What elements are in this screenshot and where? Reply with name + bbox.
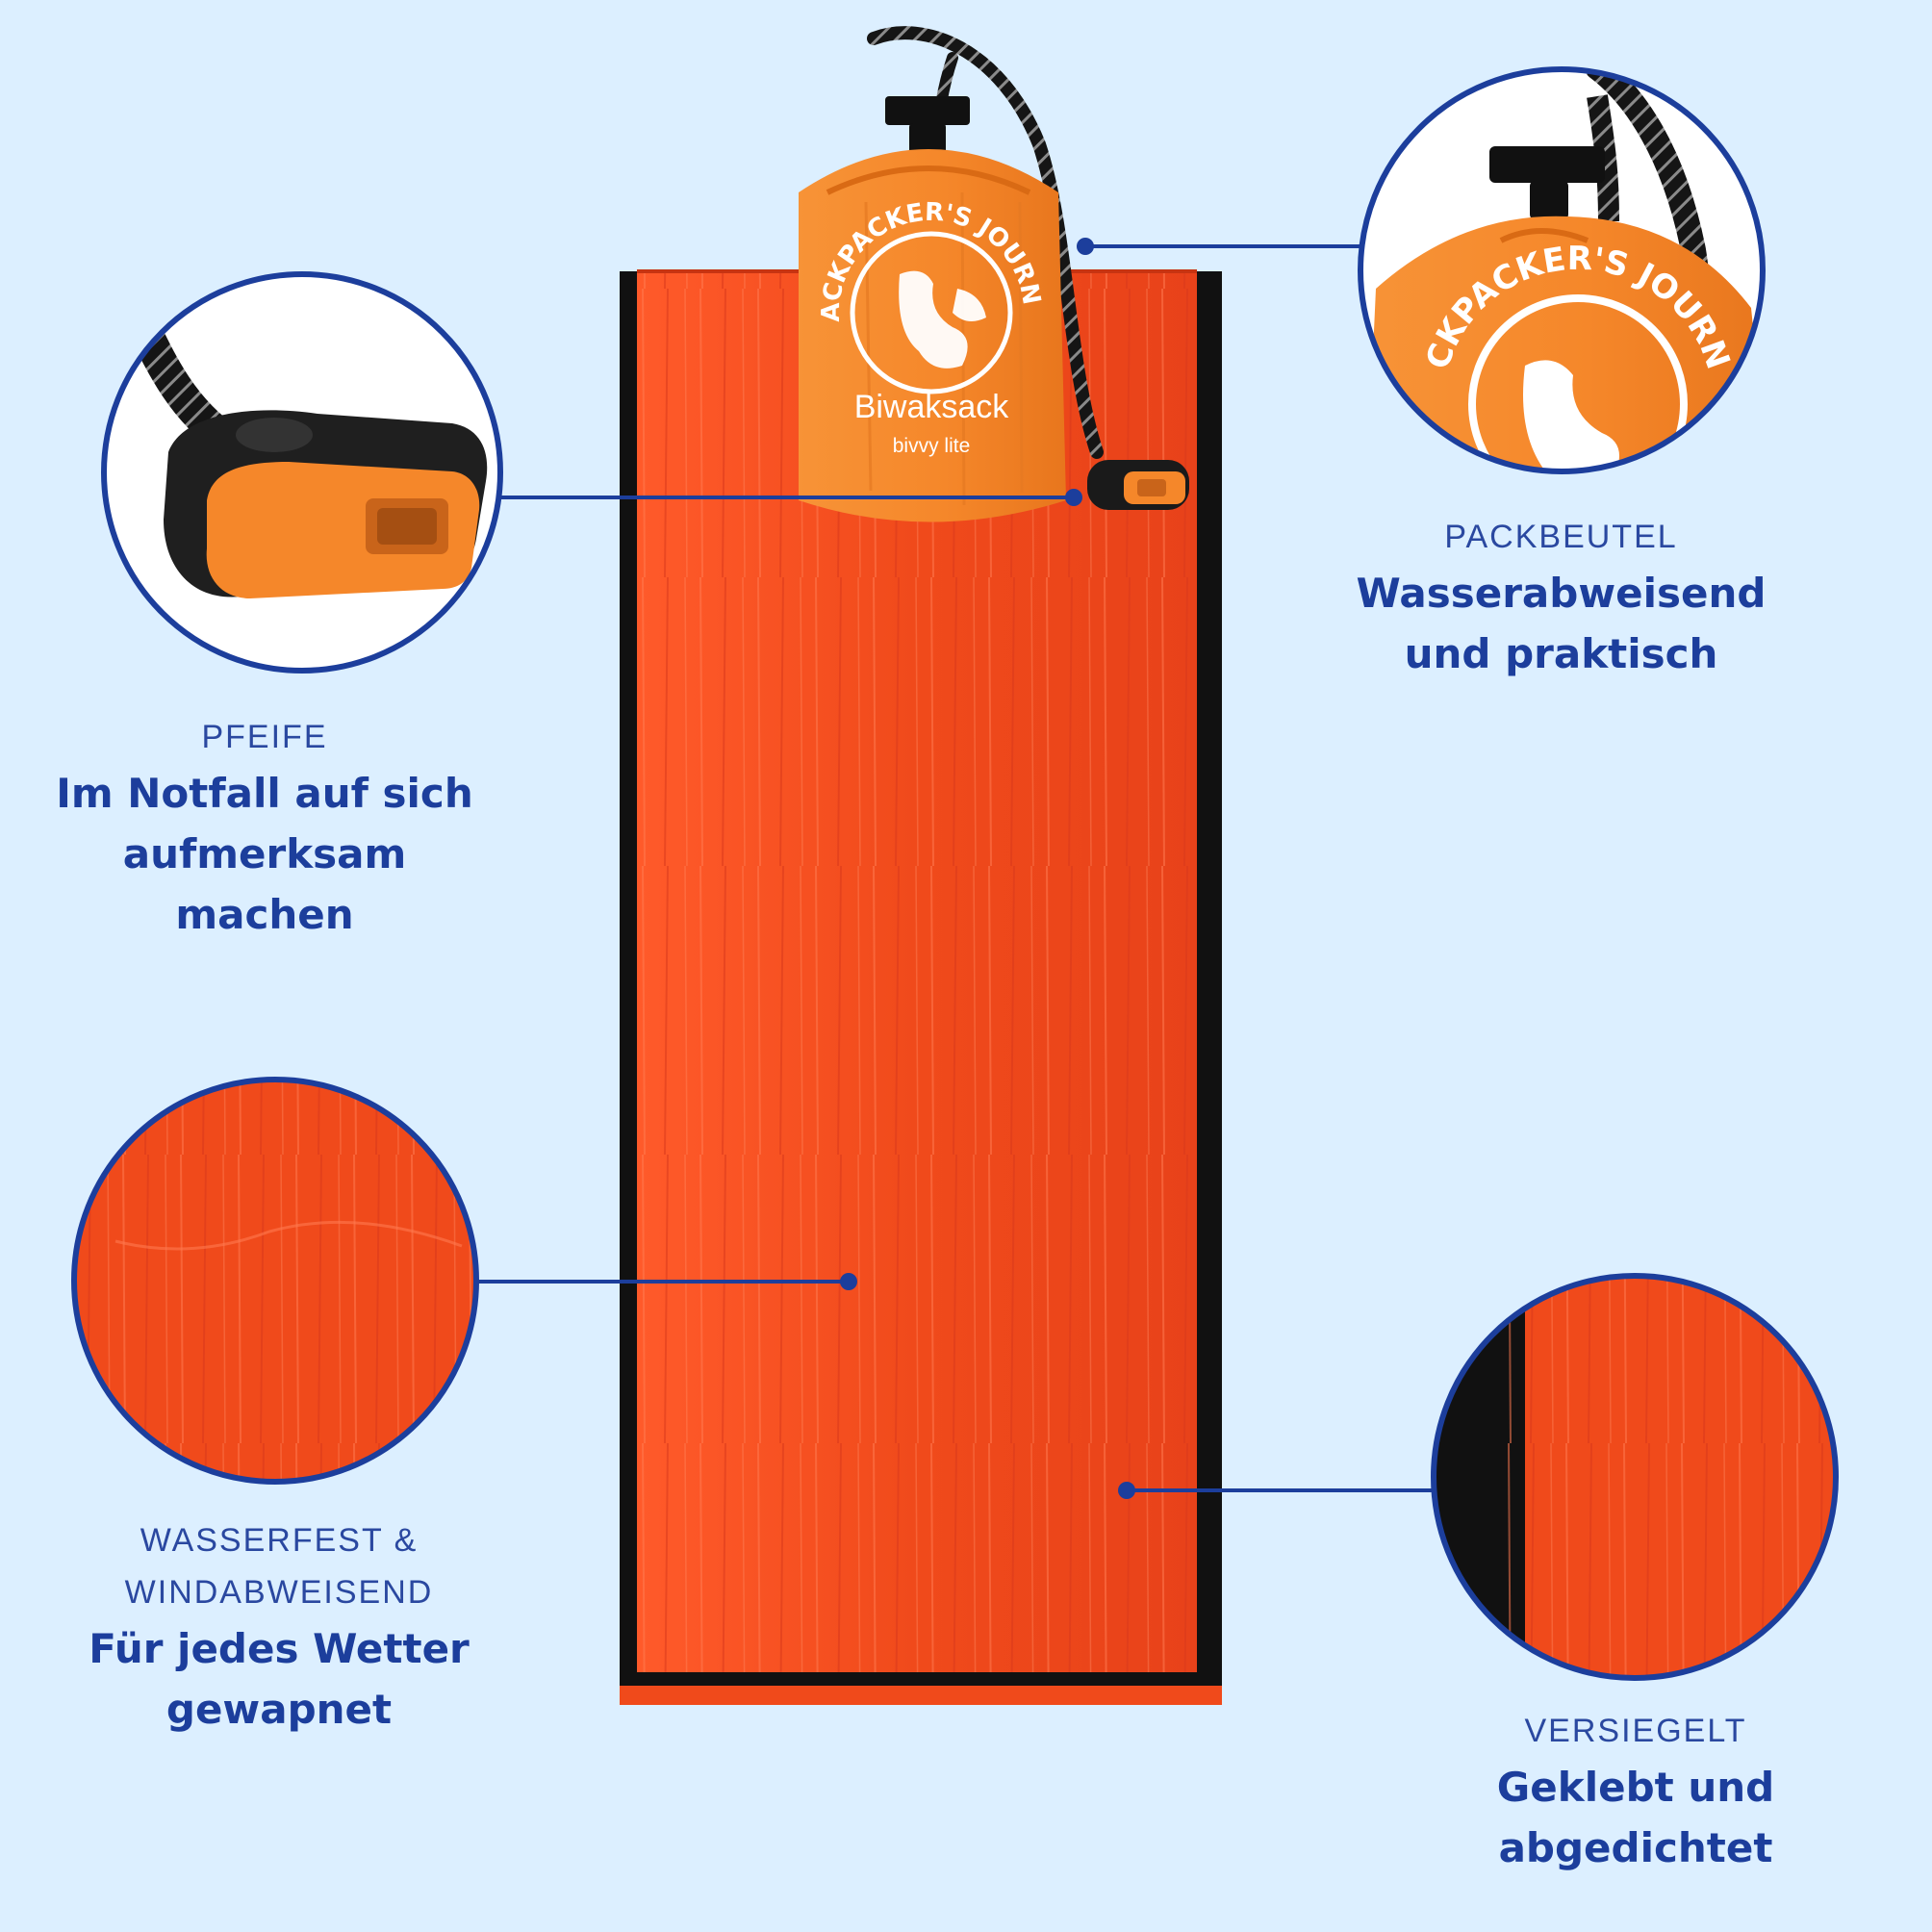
feature-kicker: VERSIEGELT xyxy=(1524,1713,1747,1749)
feature-headline: Für jedes Wetter gewapnet xyxy=(38,1618,520,1740)
feature-headline-line: abgedichtet xyxy=(1498,1824,1773,1871)
feature-caption-pfeife: PFEIFE Im Notfall auf sich aufmerksam ma… xyxy=(19,717,510,945)
whistle-small xyxy=(1087,460,1189,510)
leader-lines xyxy=(476,238,1434,1499)
feature-headline-line: aufmerksam xyxy=(122,830,407,877)
globe-logo-icon xyxy=(850,231,1013,394)
callout-whistle xyxy=(101,271,503,674)
feature-headline: Wasserabweisend und praktisch xyxy=(1318,563,1804,684)
feature-headline-line: Im Notfall auf sich xyxy=(56,770,473,817)
callout-fabric xyxy=(71,1077,479,1485)
feature-headline-line: Wasserabweisend xyxy=(1356,570,1767,617)
bag-subtitle-text: bivvy lite xyxy=(893,435,971,457)
feature-kicker-line: WASSERFEST & xyxy=(140,1522,419,1559)
feature-headline-line: und praktisch xyxy=(1404,630,1718,677)
feature-headline: Geklebt und abgedichtet xyxy=(1395,1757,1876,1878)
stuff-bag: BACKPACKER'S JOURNEY Biwaksack bivvy lit… xyxy=(799,26,1189,522)
feature-caption-wasserfest: WASSERFEST & WINDABWEISEND Für jedes Wet… xyxy=(38,1520,520,1740)
feature-headline-line: Für jedes Wetter xyxy=(89,1625,470,1672)
feature-headline: Im Notfall auf sich aufmerksam machen xyxy=(19,763,510,945)
feature-kicker: PACKBEUTEL xyxy=(1444,519,1678,555)
feature-caption-packbeutel: PACKBEUTEL Wasserabweisend und praktisch xyxy=(1318,517,1804,684)
feature-headline-line: Geklebt und xyxy=(1496,1764,1775,1811)
callout-seal xyxy=(1431,1273,1839,1681)
feature-headline-line: machen xyxy=(175,891,354,938)
feature-kicker-line: WINDABWEISEND xyxy=(124,1574,434,1611)
feature-caption-versiegelt: VERSIEGELT Geklebt und abgedichtet xyxy=(1395,1711,1876,1878)
feature-headline-line: gewapnet xyxy=(165,1686,393,1733)
bag-name-text: Biwaksack xyxy=(854,389,1010,425)
feature-kicker: PFEIFE xyxy=(201,719,328,755)
callout-bag: CKPACKER'S JOURN xyxy=(1358,66,1766,474)
